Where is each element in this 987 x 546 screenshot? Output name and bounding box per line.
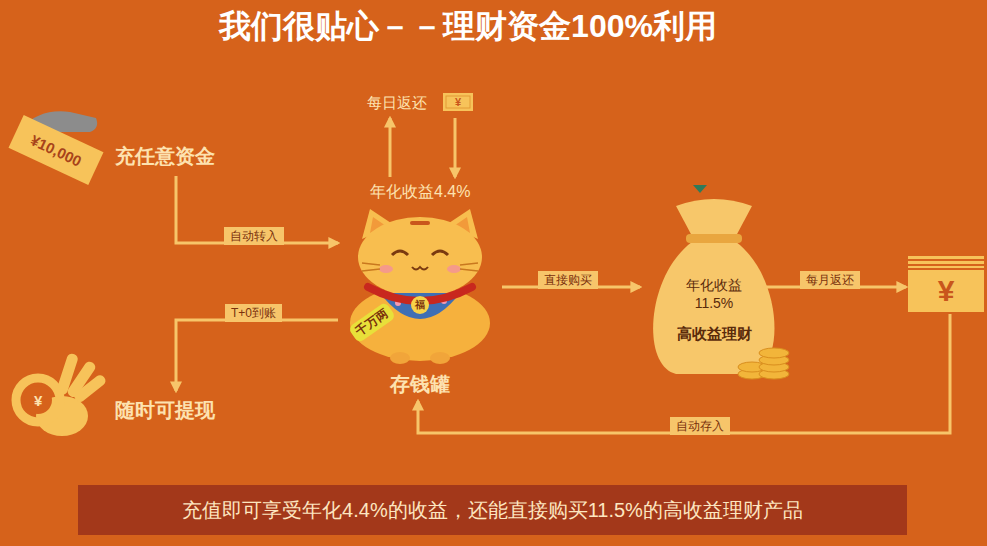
cat-eye	[432, 251, 448, 255]
edge-label: 自动转入	[224, 227, 284, 245]
connector	[418, 314, 950, 433]
bell-character: 福	[415, 298, 425, 312]
node-text: 充任意资金	[115, 143, 215, 170]
coin-slot	[410, 221, 430, 225]
bill-edge	[908, 261, 984, 264]
connector	[454, 118, 457, 177]
cat-mouth	[412, 267, 428, 270]
edge-label: 每月返还	[800, 271, 860, 289]
finger	[72, 373, 107, 404]
node-text: 每日返还	[367, 94, 427, 113]
caption-band: 充值即可享受年化4.4%的收益，还能直接购买11.5%的高收益理财产品	[78, 485, 907, 535]
bag-top	[676, 199, 752, 236]
bag-tie	[686, 234, 742, 243]
bell-coin	[411, 296, 429, 314]
finger-ring	[16, 378, 60, 422]
node-text: 年化收益 11.5%	[676, 276, 752, 312]
node-text: ¥	[908, 270, 984, 312]
cat-whiskers	[362, 263, 478, 271]
cat-foot	[430, 352, 450, 364]
yield-label: 年化收益4.4%	[366, 180, 474, 205]
edge-label: 直接购买	[538, 271, 598, 289]
money-bag-node: 年化收益 11.5% 高收益理财	[636, 196, 792, 380]
money-bag	[653, 199, 789, 379]
bill-symbol: ¥	[455, 96, 461, 108]
node-text: 存钱罐	[340, 371, 500, 397]
node-text: 年化收益4.4%	[370, 182, 470, 203]
cat-cheek	[379, 265, 393, 273]
ticket-body	[9, 115, 104, 185]
edge-label: 自动存入	[670, 417, 730, 435]
daily-return: 每日返还	[363, 92, 479, 115]
money-ticket	[9, 115, 104, 185]
caption: 充值即可享受年化4.4%的收益，还能直接购买11.5%的高收益理财产品	[78, 485, 907, 535]
ok-hand	[16, 352, 107, 436]
coin	[759, 348, 789, 358]
withdraw-label: 随时可提现	[111, 395, 219, 426]
cat-head	[358, 217, 482, 297]
bill	[443, 93, 473, 111]
title: 我们很贴心－－理财资金100%利用	[0, 4, 936, 48]
connector	[389, 118, 392, 177]
bill-icon	[443, 93, 473, 111]
bill-node: ¥	[908, 256, 984, 312]
coin	[24, 386, 52, 414]
cat-foot	[390, 352, 410, 364]
bill-stack	[908, 256, 984, 312]
node-text: 高收益理财	[636, 324, 792, 344]
source-label: 充任意资金	[111, 141, 219, 172]
bag-body	[653, 242, 774, 374]
cat-eye	[392, 251, 408, 255]
lucky-cat	[350, 209, 490, 364]
cat-cheek	[447, 265, 461, 273]
node-text: 随时可提现	[115, 397, 215, 424]
coin-symbol: ¥	[34, 392, 42, 409]
edge-label: T+0到账	[225, 304, 282, 322]
marker-triangle	[693, 185, 707, 193]
bill-edge	[908, 266, 984, 268]
bill-edge	[908, 256, 984, 259]
connector	[176, 320, 338, 391]
bill-border	[446, 96, 470, 108]
bill-face	[908, 270, 984, 312]
